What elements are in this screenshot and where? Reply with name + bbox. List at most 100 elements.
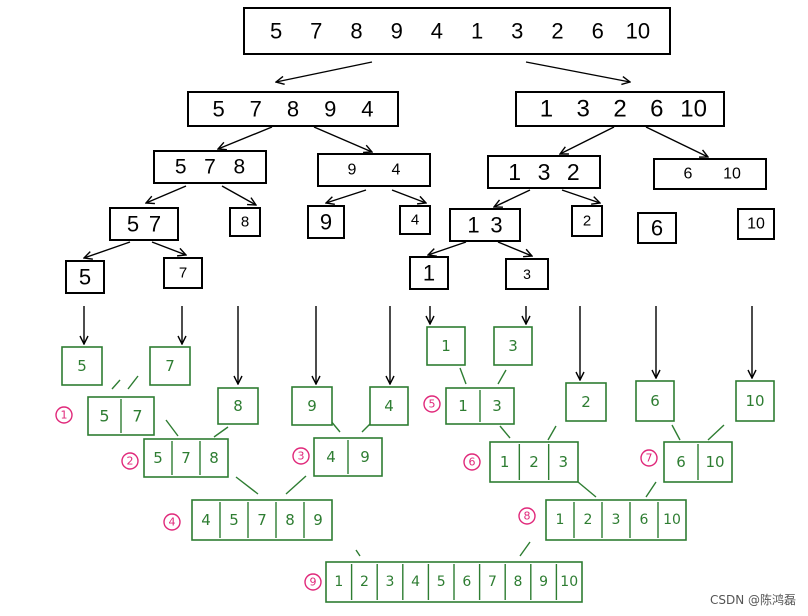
split-node-s0-box [243, 7, 671, 55]
merge-node-g4-value: 4 [384, 397, 394, 415]
split-node-s17-box [409, 256, 449, 290]
step-marker-9: 9 [304, 573, 322, 591]
merge-connector [213, 426, 229, 438]
merge-connector [497, 369, 507, 385]
merge-node-g6-box [635, 380, 675, 422]
merge-node-g4: 4 [369, 386, 409, 426]
merge-node-g5-value: 5 [77, 357, 87, 375]
split-node-s2-value: 6 [650, 96, 663, 123]
step-number: 5 [429, 398, 436, 411]
watermark-text: CSDN @陈鸿磊 [709, 593, 796, 607]
split-node-s2-value: 2 [613, 96, 626, 123]
merge-node-m1-value: 5 [99, 407, 109, 426]
split-node-s0-value: 10 [626, 19, 650, 44]
merge-node-g7: 7 [149, 346, 191, 386]
merge-connector [547, 425, 557, 441]
step-circle [423, 395, 441, 413]
merge-node-g3-box [493, 326, 533, 366]
merge-node-g6-value: 6 [650, 392, 660, 410]
split-node-s9: 9 [307, 205, 345, 239]
split-node-s17-value: 1 [423, 261, 435, 286]
split-node-s18: 3 [505, 258, 549, 290]
merge-node-g4-box [369, 386, 409, 426]
merge-node-g5: 5 [61, 346, 103, 386]
split-node-s8-box [229, 207, 261, 237]
merge-node-m8-value: 6 [640, 512, 649, 528]
split-node-s7-box [109, 207, 179, 241]
split-node-s0-value: 6 [592, 19, 604, 44]
split-node-s2-value: 10 [680, 96, 707, 123]
split-node-s18-box [505, 258, 549, 290]
merge-connector [645, 481, 657, 498]
merge-node-m6-box [489, 441, 579, 483]
step-circle [518, 507, 536, 525]
merge-node-m2-value: 7 [181, 449, 191, 467]
split-arrow [218, 126, 273, 149]
merge-node-g3-value: 3 [508, 337, 518, 355]
split-node-s5-value: 1 [508, 159, 521, 185]
merge-node-m4-box [191, 499, 333, 541]
step-marker-8: 8 [518, 507, 536, 525]
split-node-s15: 5 [65, 260, 105, 294]
step-number: 3 [298, 450, 305, 463]
split-node-s8: 8 [229, 207, 261, 237]
merge-node-m3-value: 9 [360, 448, 370, 466]
split-arrow [494, 189, 531, 207]
merge-node-m2-box [143, 438, 229, 478]
step-number: 4 [169, 516, 176, 529]
split-node-s17: 1 [409, 256, 449, 290]
merge-connector [235, 476, 259, 495]
merge-connector [355, 549, 361, 557]
step-circle [640, 449, 658, 467]
merge-connector [459, 367, 467, 385]
split-arrow [146, 185, 187, 203]
split-node-s0-value: 9 [391, 19, 403, 44]
step-circle [121, 452, 139, 470]
merge-node-m8-value: 1 [556, 512, 565, 528]
split-node-s10-box [399, 205, 431, 235]
split-node-s0-value: 3 [511, 19, 523, 44]
split-node-s9-box [307, 205, 345, 239]
merge-connector [127, 375, 139, 390]
merge-node-g8: 8 [217, 387, 259, 425]
split-node-s16-value: 7 [179, 265, 187, 282]
merge-node-m1-value: 7 [132, 407, 142, 426]
merge-node-g9-box [291, 386, 333, 426]
merge-node-g6: 6 [635, 380, 675, 422]
split-node-s5-value: 2 [567, 159, 580, 185]
step-circle [55, 406, 73, 424]
merge-node-g7-value: 7 [165, 357, 175, 375]
split-node-s11-value: 1 [467, 213, 479, 238]
split-arrow [497, 241, 532, 256]
merge-node-m5-value: 3 [492, 397, 502, 415]
step-circle [292, 447, 310, 465]
merge-node-m8-value: 10 [663, 512, 681, 528]
merge-node-m7-value: 10 [705, 453, 724, 471]
split-arrow [561, 189, 600, 203]
merge-node-g3: 3 [493, 326, 533, 366]
step-circle [463, 453, 481, 471]
connectors [84, 61, 752, 557]
split-node-s18-value: 3 [523, 266, 531, 282]
split-node-s9-value: 9 [320, 210, 332, 235]
split-node-s2-box [515, 91, 725, 127]
merge-node-g1: 1 [426, 326, 466, 366]
split-arrow [276, 61, 373, 82]
merge-node-m6-value: 2 [529, 453, 539, 471]
split-node-s1-value: 9 [324, 97, 336, 122]
merge-connector [707, 424, 725, 441]
